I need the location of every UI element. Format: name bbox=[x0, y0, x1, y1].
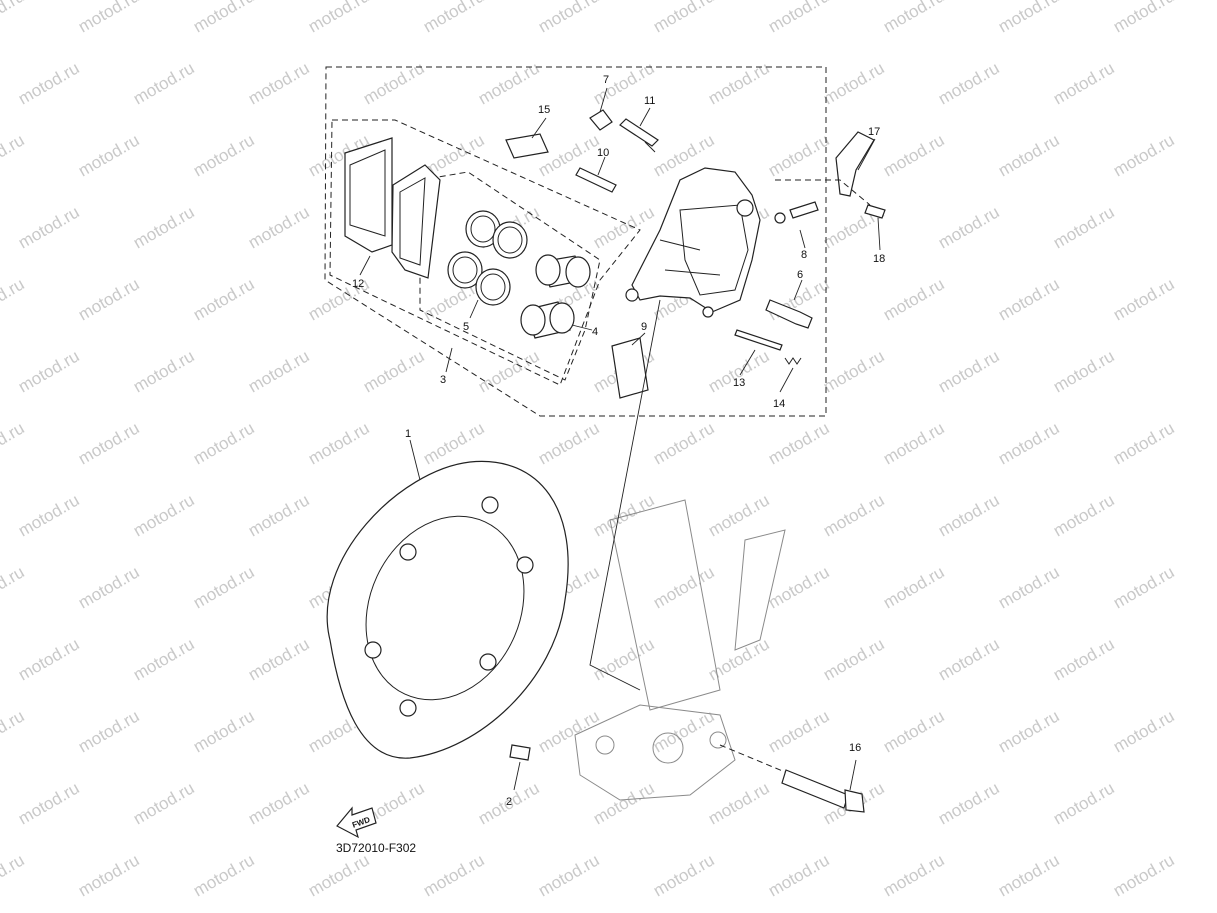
fwd-arrow-icon: FWD bbox=[336, 806, 377, 839]
bleeder-axis bbox=[775, 179, 871, 206]
callout-7: 7 bbox=[603, 74, 609, 86]
callout-18: 18 bbox=[873, 253, 885, 265]
callout-5: 5 bbox=[463, 321, 469, 333]
callout-12: 12 bbox=[352, 278, 364, 290]
mount-line bbox=[589, 299, 661, 691]
callout-9: 9 bbox=[641, 321, 647, 333]
callout-15: 15 bbox=[538, 104, 550, 116]
bolt-axis bbox=[719, 744, 786, 773]
pistons bbox=[520, 254, 591, 339]
callout-8: 8 bbox=[801, 249, 807, 261]
seal-kit-frame bbox=[329, 119, 641, 386]
caliper-assembly-frame bbox=[324, 66, 827, 417]
callout-13: 13 bbox=[733, 377, 745, 389]
piston-kit-frame bbox=[419, 171, 601, 381]
brake-disc bbox=[326, 460, 569, 759]
callout-4: 4 bbox=[592, 326, 598, 338]
callout-1: 1 bbox=[405, 428, 411, 440]
brake-pads bbox=[344, 137, 441, 279]
callout-10: 10 bbox=[597, 147, 609, 159]
callout-16: 16 bbox=[849, 742, 861, 754]
caliper-body bbox=[625, 167, 761, 318]
leader-lines bbox=[359, 87, 881, 791]
callout-labels: 1 2 3 4 5 6 7 8 9 10 11 12 13 14 15 16 1… bbox=[352, 74, 885, 808]
callout-17: 17 bbox=[868, 126, 880, 138]
callout-14: 14 bbox=[773, 398, 785, 410]
callout-6: 6 bbox=[797, 269, 803, 281]
pins-bolts bbox=[509, 109, 886, 813]
piston-seals bbox=[447, 210, 528, 306]
diagram-code: 3D72010-F302 bbox=[336, 841, 416, 855]
callout-11: 11 bbox=[644, 95, 655, 107]
callout-3: 3 bbox=[440, 374, 446, 386]
fork-leg bbox=[574, 499, 786, 801]
callout-2: 2 bbox=[506, 796, 512, 808]
clips bbox=[505, 131, 875, 399]
